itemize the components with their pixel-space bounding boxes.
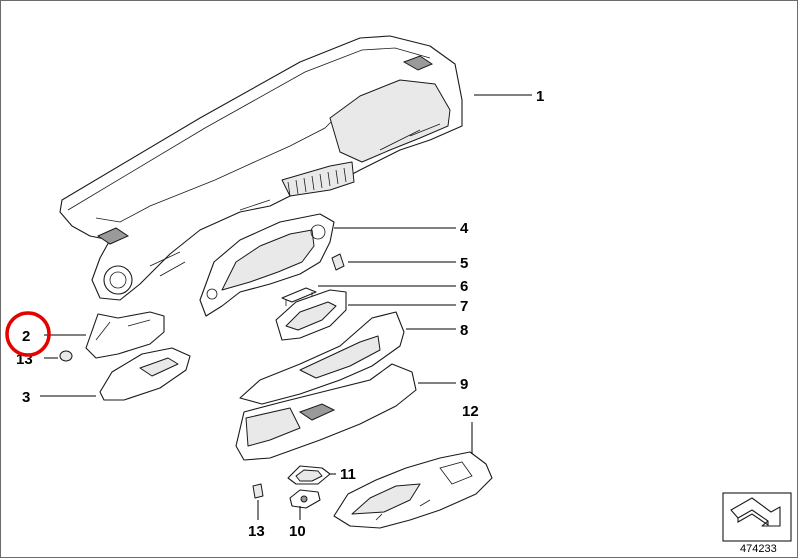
clip-part[interactable] bbox=[331, 253, 345, 271]
callout-11[interactable]: 11 bbox=[340, 466, 356, 483]
lower-center-panel-part[interactable] bbox=[239, 311, 405, 405]
leader-lines bbox=[40, 94, 532, 520]
next-page-arrow-icon[interactable] bbox=[722, 492, 792, 542]
callout-8[interactable]: 8 bbox=[460, 322, 468, 339]
callout-6[interactable]: 6 bbox=[460, 278, 468, 295]
lower-left-trim-part[interactable] bbox=[99, 347, 191, 401]
highlight-circle bbox=[5, 311, 51, 357]
callout-7[interactable]: 7 bbox=[460, 298, 468, 315]
plug-part-lower[interactable] bbox=[252, 483, 264, 499]
callout-10[interactable]: 10 bbox=[289, 523, 306, 540]
callout-3[interactable]: 3 bbox=[22, 389, 30, 406]
cover-part[interactable] bbox=[289, 489, 321, 509]
callout-2[interactable]: 2 bbox=[22, 328, 30, 345]
callout-1[interactable]: 1 bbox=[536, 88, 544, 105]
callout-5[interactable]: 5 bbox=[460, 255, 468, 272]
instrument-cluster-trim-part[interactable] bbox=[199, 213, 335, 317]
plug-part-upper[interactable] bbox=[59, 350, 73, 362]
reference-number: 474233 bbox=[740, 543, 777, 555]
callout-labels: 1 2 3 4 5 6 7 8 9 10 11 12 13 13 bbox=[16, 88, 544, 540]
knee-trim-part[interactable] bbox=[235, 363, 417, 461]
callout-12[interactable]: 12 bbox=[462, 403, 479, 420]
underpanel-part[interactable] bbox=[333, 451, 493, 529]
callout-4[interactable]: 4 bbox=[460, 220, 469, 237]
side-trim-part[interactable] bbox=[85, 311, 165, 359]
dashboard-carrier-part[interactable] bbox=[59, 35, 463, 301]
callout-13-lower[interactable]: 13 bbox=[248, 523, 265, 540]
gasket-part[interactable] bbox=[287, 465, 331, 485]
center-console-trim-part[interactable] bbox=[275, 289, 347, 341]
callout-9[interactable]: 9 bbox=[460, 376, 468, 393]
